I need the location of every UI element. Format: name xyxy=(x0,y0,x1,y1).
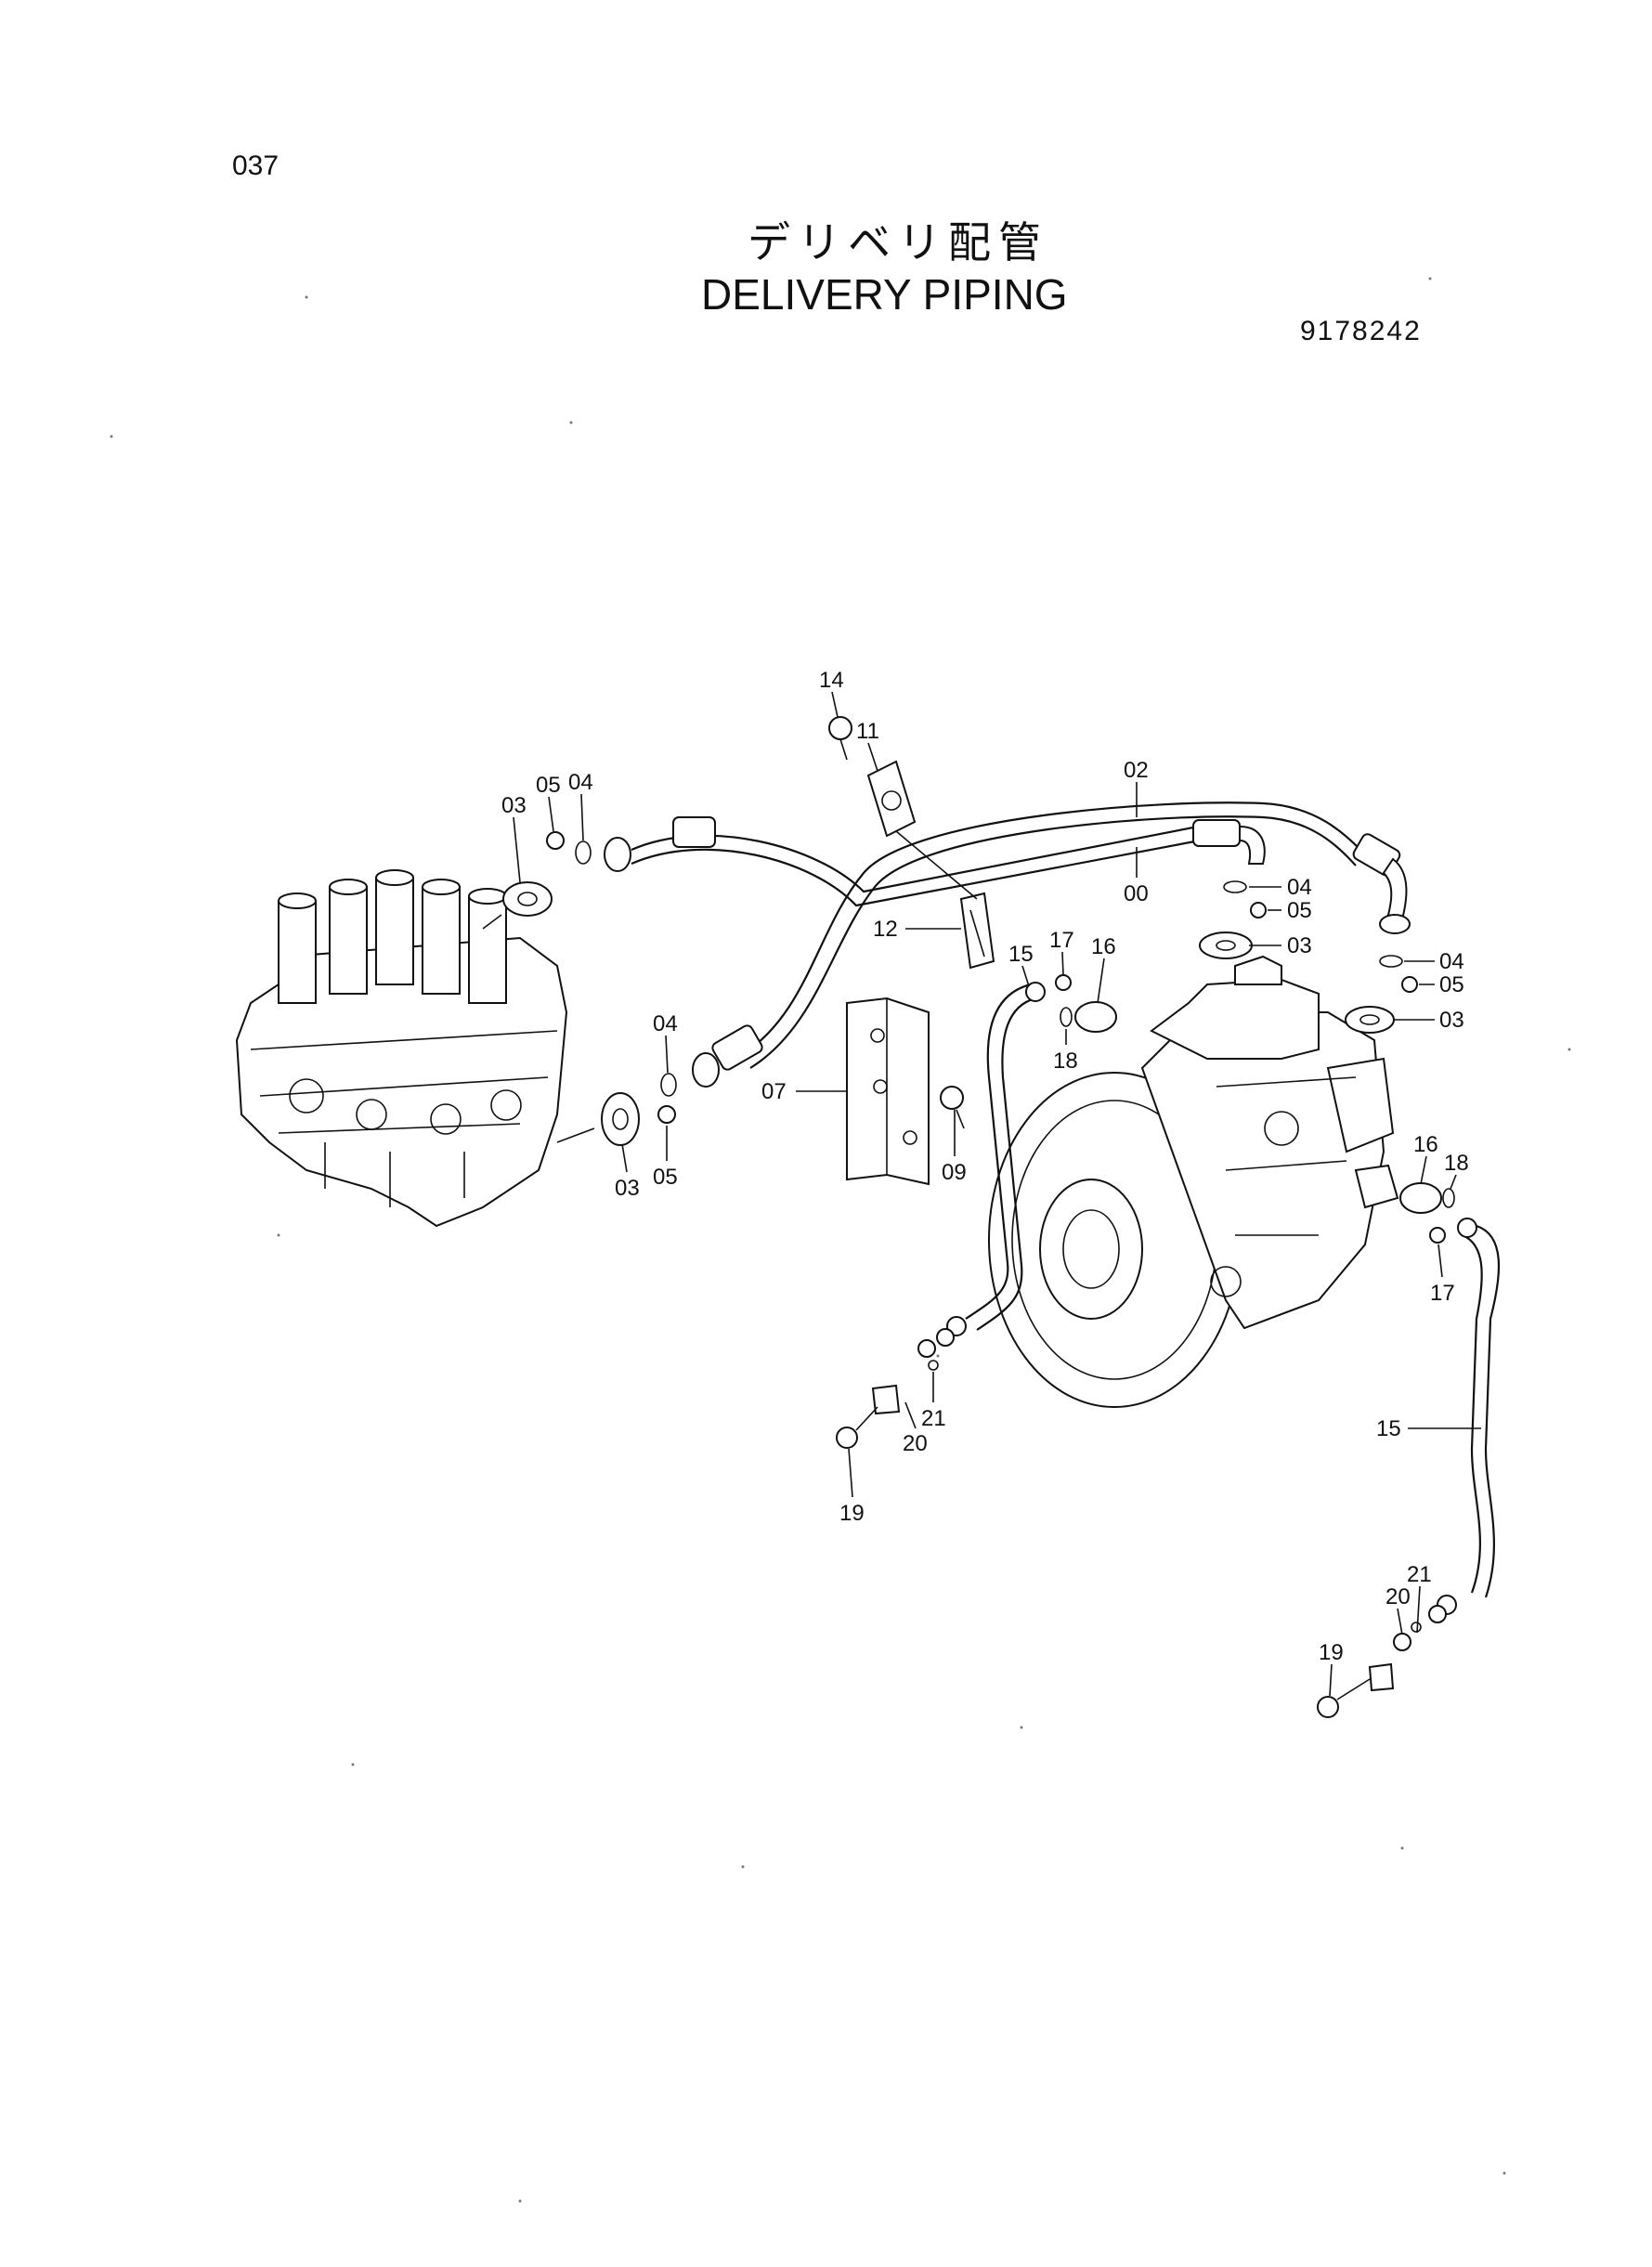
callout-18: 18 xyxy=(1444,1151,1469,1176)
callouts: 14 11 02 00 03 05 04 04 05 03 04 05 03 1… xyxy=(501,668,1469,1665)
bolt-09 xyxy=(940,1086,965,1129)
flange-16-right xyxy=(1399,1182,1442,1214)
control-valve xyxy=(235,869,568,1228)
document-code: 9178242 xyxy=(1300,316,1422,346)
callout-03: 03 xyxy=(1439,1008,1464,1033)
callout-04: 04 xyxy=(1287,875,1312,900)
o-ring-04 xyxy=(575,840,592,865)
callout-04: 04 xyxy=(568,770,593,795)
main-pump xyxy=(988,955,1399,1408)
callout-16: 16 xyxy=(1091,934,1116,959)
pump-flange-03-upper xyxy=(1199,932,1253,959)
bolt-05 xyxy=(546,831,565,850)
callout-15: 15 xyxy=(1008,942,1034,967)
pilot-hose-15-right xyxy=(1428,1218,1501,1623)
pilot-hose-15-left xyxy=(936,982,1046,1347)
callout-03: 03 xyxy=(615,1176,640,1201)
title-english: DELIVERY PIPING xyxy=(701,270,1068,319)
fitting-set-right xyxy=(1317,1622,1422,1718)
o-ring-18 xyxy=(1442,1188,1455,1208)
callout-11: 11 xyxy=(856,719,879,744)
callout-00: 00 xyxy=(1124,881,1149,906)
bolt-17-right xyxy=(1429,1227,1446,1244)
callout-17: 17 xyxy=(1049,928,1074,953)
o-ring-18 xyxy=(1060,1007,1073,1027)
callout-18: 18 xyxy=(1053,1049,1078,1074)
bracket-12 xyxy=(959,892,995,970)
callout-17: 17 xyxy=(1430,1281,1455,1306)
callout-04: 04 xyxy=(1439,949,1464,974)
page-number: 037 xyxy=(232,150,280,181)
callout-15: 15 xyxy=(1376,1416,1401,1441)
callout-03: 03 xyxy=(1287,933,1312,958)
callout-05: 05 xyxy=(1287,898,1312,923)
delivery-hose-00 xyxy=(604,816,1266,907)
callout-20: 20 xyxy=(903,1431,928,1456)
o-ring-04 xyxy=(1223,880,1247,893)
bolt-05 xyxy=(1250,902,1267,919)
callout-02: 02 xyxy=(1124,758,1149,783)
callout-03: 03 xyxy=(501,793,527,818)
callout-21: 21 xyxy=(921,1406,946,1431)
scan-specks xyxy=(110,277,1571,2203)
bolt-05 xyxy=(657,1105,676,1124)
callout-05: 05 xyxy=(653,1165,678,1190)
callout-19: 19 xyxy=(1319,1640,1344,1665)
callout-21: 21 xyxy=(1407,1562,1432,1587)
bolt-14 xyxy=(828,716,852,761)
lower-flange-03 xyxy=(601,1092,640,1146)
callout-12: 12 xyxy=(873,917,898,942)
callout-20: 20 xyxy=(1385,1584,1411,1609)
o-ring-04 xyxy=(660,1073,677,1097)
upper-flange-03 xyxy=(502,881,553,917)
clamp-11 xyxy=(866,760,917,838)
pump-flange-03-lower xyxy=(1345,1006,1395,1034)
callout-14: 14 xyxy=(819,668,844,693)
callout-07: 07 xyxy=(761,1079,787,1104)
callout-09: 09 xyxy=(942,1160,967,1185)
callout-04: 04 xyxy=(653,1011,678,1036)
bolt-05 xyxy=(1401,976,1418,993)
delivery-hose-02 xyxy=(692,801,1411,1088)
leader-lines xyxy=(513,691,1481,1697)
bolt-17-left xyxy=(1055,974,1072,991)
fitting-set-left xyxy=(836,1339,939,1449)
flange-16-left xyxy=(1074,1001,1117,1033)
callout-19: 19 xyxy=(839,1501,865,1526)
callout-05: 05 xyxy=(1439,972,1464,997)
callout-16: 16 xyxy=(1413,1132,1438,1157)
callout-05: 05 xyxy=(536,773,561,798)
bracket-07 xyxy=(846,997,930,1186)
o-ring-04 xyxy=(1379,955,1403,968)
title-japanese: デリベリ配管 xyxy=(748,217,1048,267)
